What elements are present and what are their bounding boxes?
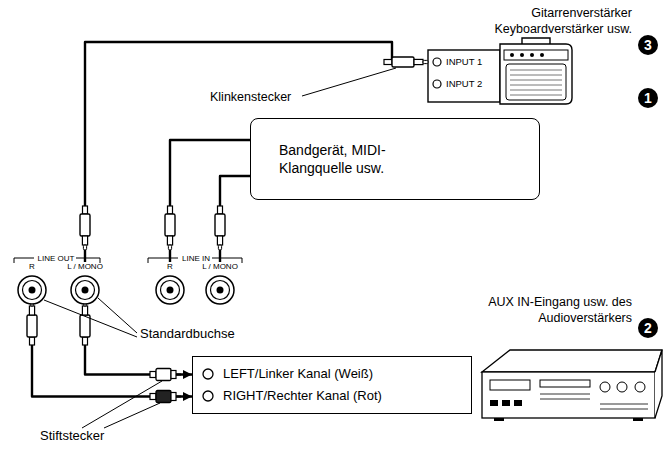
cable xyxy=(85,308,192,375)
jack-group-label: LINE IN xyxy=(181,253,211,264)
cable xyxy=(32,308,192,397)
callout-number: 2 xyxy=(638,318,658,338)
node-text: INPUT 1 xyxy=(446,56,482,68)
part-label: Stiftstecker xyxy=(40,428,104,444)
callout-number: 1 xyxy=(638,88,658,108)
node-text: Bandgerät, MIDI-Klangquelle usw. xyxy=(279,141,447,177)
phone-plugs xyxy=(27,57,428,345)
device-caption: AUX IN-Eingang usw. des Audioverstärkers xyxy=(452,295,632,326)
part-label: Standardbuchse xyxy=(140,326,235,342)
node-text: INPUT 2 xyxy=(446,78,482,90)
jack-group-label: LINE OUT xyxy=(37,253,76,264)
input-jack: L / MONO xyxy=(195,262,245,308)
amplifier-input-panel: INPUT 1 INPUT 2 xyxy=(428,50,572,102)
source-device-box: Bandgerät, MIDI-Klangquelle usw. xyxy=(250,118,540,200)
socket-dots xyxy=(193,357,471,413)
output-jack: L / MONO xyxy=(60,262,110,308)
amplifier-drawing xyxy=(428,38,572,104)
aux-input-box: LEFT/Linker Kanal (Weiß)RIGHT/Rechter Ka… xyxy=(192,356,472,414)
node-text: RIGHT/Rechter Kanal (Rot) xyxy=(223,385,457,407)
input-jack: R xyxy=(145,262,195,308)
node-text: LEFT/Linker Kanal (Weiß) xyxy=(223,363,457,385)
device-caption: Gitarrenverstärker Keyboardverstärker us… xyxy=(462,6,632,37)
audio-amplifier-drawing xyxy=(482,350,662,421)
part-label: Klinkenstecker xyxy=(210,90,291,106)
cable xyxy=(170,140,250,262)
callout-number: 3 xyxy=(638,35,658,55)
output-jack: R xyxy=(7,262,57,308)
